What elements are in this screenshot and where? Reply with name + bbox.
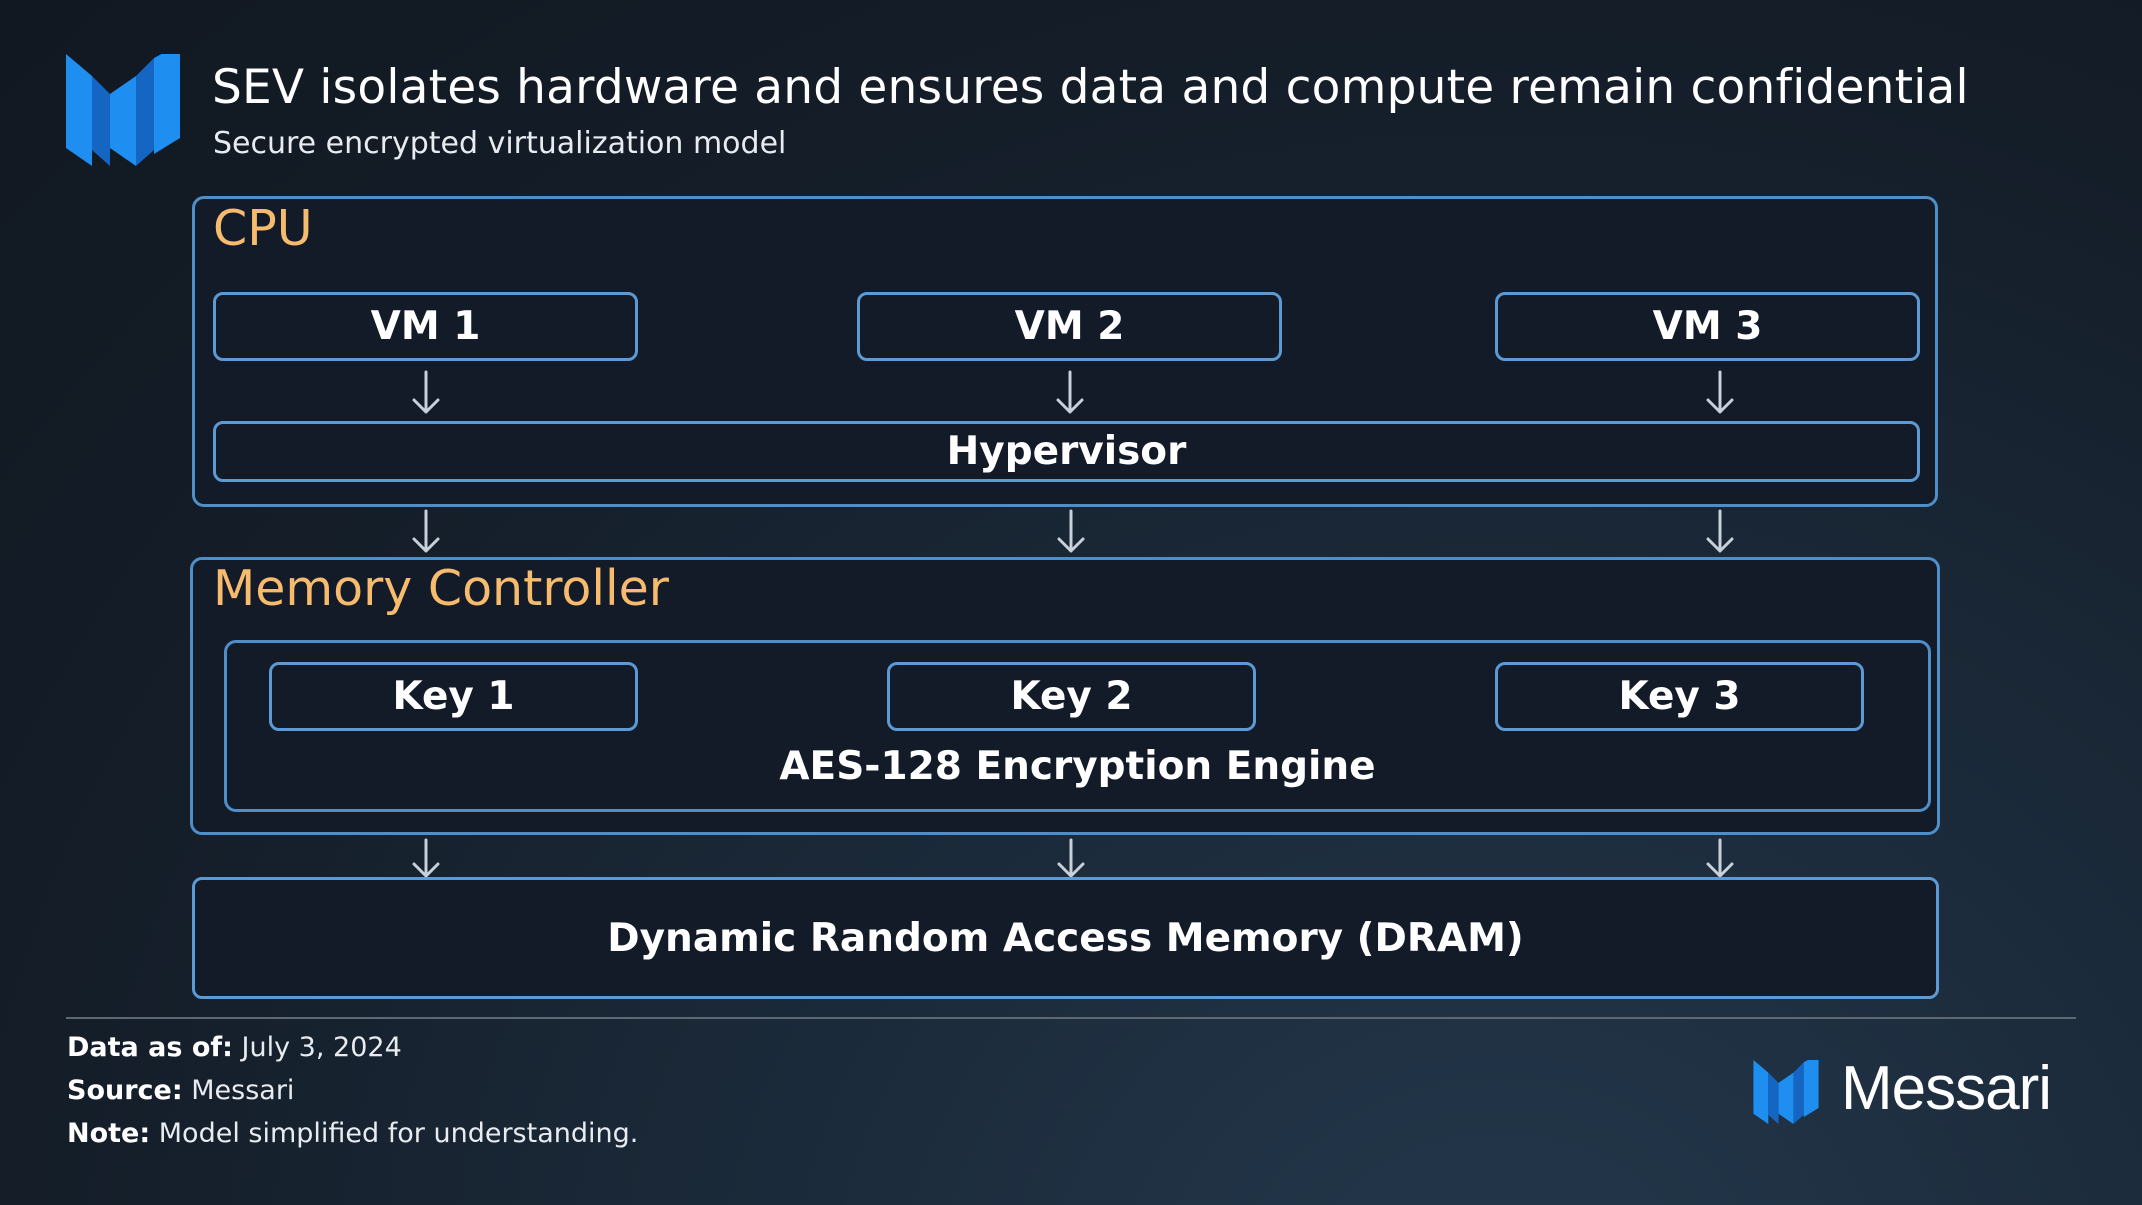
key-3-box: Key 3 [1495,662,1864,731]
arrow-down-icon [412,370,440,414]
source-label: Source: [67,1075,183,1106]
memory-controller-label: Memory Controller [213,560,669,617]
messari-logo-icon [66,54,180,166]
vm-3-box: VM 3 [1495,292,1920,361]
model-note: Note: Model simplified for understanding… [67,1118,638,1149]
footer-divider [66,1017,2076,1019]
vm-1-box: VM 1 [213,292,638,361]
dram-box: Dynamic Random Access Memory (DRAM) [192,877,1939,999]
arrow-down-icon [1706,370,1734,414]
page-subtitle: Secure encrypted virtualization model [213,126,787,161]
page-title: SEV isolates hardware and ensures data a… [212,60,1969,115]
arrow-down-icon [1057,509,1085,553]
data-as-of-label: Data as of: [67,1032,233,1063]
data-as-of-note: Data as of: July 3, 2024 [67,1032,402,1063]
brand-wordmark: Messari [1841,1054,2052,1123]
key-1-box: Key 1 [269,662,638,731]
encryption-engine-label: AES-128 Encryption Engine [779,744,1376,789]
messari-logo-icon [1753,1060,1819,1124]
vm-2-box: VM 2 [857,292,1282,361]
data-as-of-value: July 3, 2024 [241,1032,402,1063]
arrow-down-icon [1706,509,1734,553]
arrow-down-icon [1706,838,1734,878]
arrow-down-icon [1057,838,1085,878]
arrow-down-icon [1056,370,1084,414]
note-value: Model simplified for understanding. [158,1118,639,1149]
hypervisor-box: Hypervisor [213,421,1920,482]
arrow-down-icon [412,509,440,553]
source-note: Source: Messari [67,1075,294,1106]
arrow-down-icon [412,838,440,878]
note-label: Note: [67,1118,151,1149]
cpu-label: CPU [213,200,313,257]
source-value: Messari [191,1075,295,1106]
key-2-box: Key 2 [887,662,1256,731]
